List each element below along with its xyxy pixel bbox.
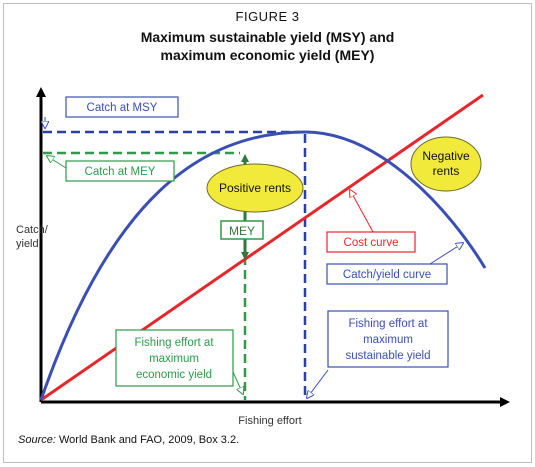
catch-at-mey-label: Catch at MEY [85, 166, 156, 178]
figure-title: Maximum sustainable yield (MSY) and maxi… [0, 28, 535, 64]
source-text: World Bank and FAO, 2009, Box 3.2. [55, 434, 240, 446]
effort-mey-label-line1: Fishing effort at [134, 337, 214, 349]
effort-mey-label-line3: economic yield [136, 369, 212, 381]
positive-rents-label: Positive rents [219, 181, 291, 195]
effort-msy-label-line3: sustainable yield [345, 350, 430, 362]
negative-rents-label-line1: Negative [422, 149, 470, 163]
y-axis-label-line1: Catch/ [16, 224, 49, 236]
effort-mey-box [115, 329, 234, 387]
mey-label-box [220, 220, 264, 240]
x-axis-label: Fishing effort [238, 415, 301, 427]
negative-rents-bubble [410, 136, 482, 192]
cost-curve-label: Cost curve [344, 237, 399, 249]
effort-msy-label-line2: maximum [363, 334, 413, 346]
catch-at-mey-pointer [47, 156, 67, 169]
effort-mey-label-line2: maximum [149, 353, 199, 365]
figure-label: FIGURE 3 [235, 9, 300, 24]
source-note: Source: World Bank and FAO, 2009, Box 3.… [18, 434, 239, 446]
effort-msy-pointer [307, 369, 329, 398]
effort-mey-pointer [232, 371, 243, 394]
catch-at-msy-label: Catch at MSY [87, 102, 158, 114]
y-axis-label-line2: yield [16, 238, 39, 250]
effort-msy-box [327, 310, 449, 368]
mey-label: MEY [229, 224, 255, 238]
figure-frame [3, 3, 532, 463]
figure-title-line1: Maximum sustainable yield (MSY) and [140, 29, 395, 45]
cost-curve-pointer [350, 190, 374, 233]
source-prefix: Source: [18, 434, 56, 446]
cost-curve-line [40, 93, 484, 402]
effort-msy-label-line1: Fishing effort at [348, 318, 428, 330]
catch-yield-curve-label: Catch/yield curve [343, 269, 431, 281]
cost-curve-box [326, 231, 416, 253]
catch-at-mey-box [65, 160, 175, 182]
catch-at-msy-box [65, 96, 179, 118]
catch-yield-curve-line [39, 130, 487, 401]
positive-rents-bubble [206, 163, 304, 213]
catch-yield-curve-pointer [429, 243, 463, 265]
catch-yield-curve-box [326, 263, 448, 285]
negative-rents-label-line2: rents [433, 164, 460, 178]
figure-title-line2: maximum economic yield (MEY) [160, 47, 375, 63]
